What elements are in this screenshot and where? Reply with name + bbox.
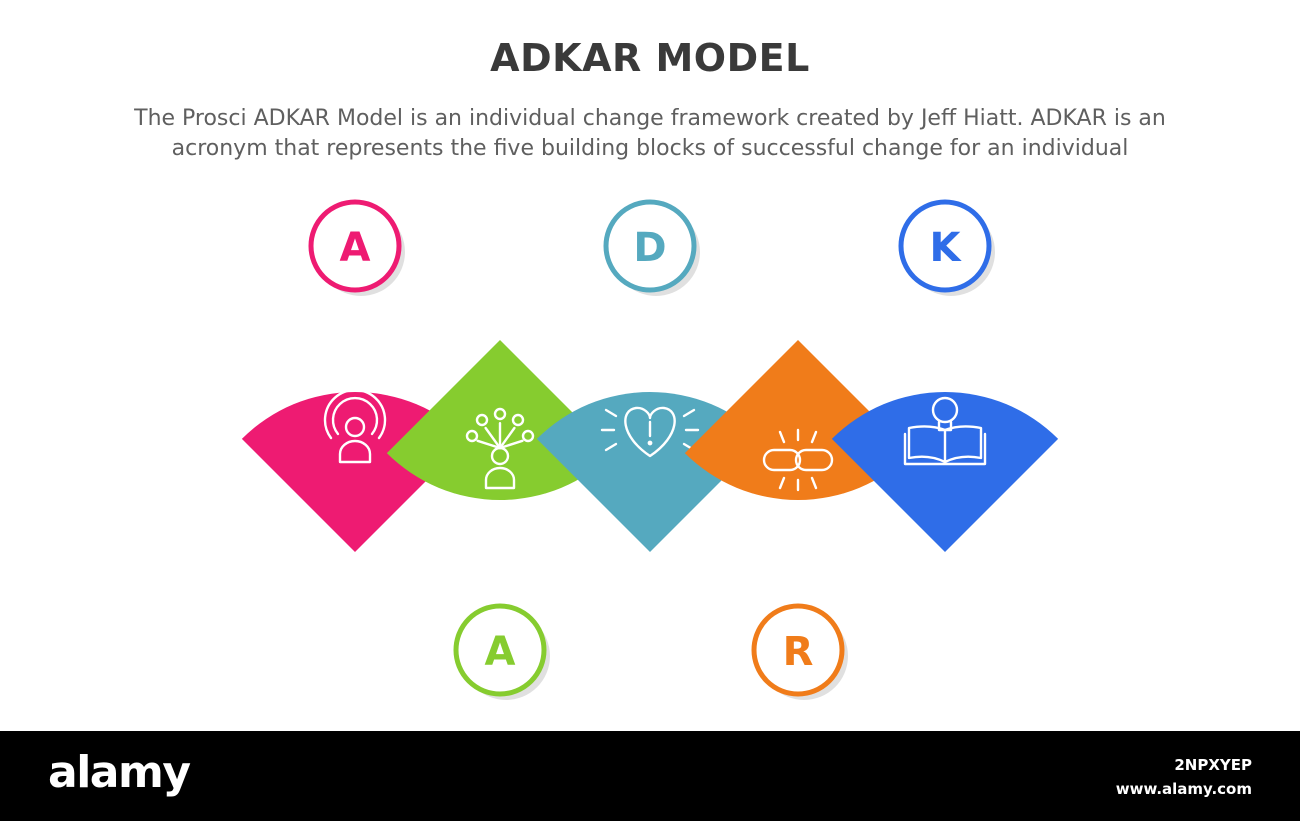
stage-letter: A <box>340 225 371 271</box>
letter-badge <box>453 603 547 697</box>
petal-shape <box>831 392 1059 552</box>
stage-desc-line-1: Elements in the subjects <box>861 338 1029 355</box>
chain-link-icon <box>762 428 834 492</box>
subtitle-line-1: The Prosci ADKAR Model is an individual … <box>134 106 1166 131</box>
letter-badge <box>751 603 845 697</box>
page-subtitle: The Prosci ADKAR Model is an individual … <box>0 104 1300 164</box>
stage-desc-line-2: that have purposes <box>289 359 421 376</box>
image-meta: 2NPXYEP www.alamy.com <box>1116 753 1252 801</box>
site-url: www.alamy.com <box>1115 780 1252 798</box>
subtitle-line-2: acronym that represents the five buildin… <box>171 136 1129 161</box>
stage-letter: A <box>485 629 516 675</box>
alamy-logo: alamy <box>48 747 191 798</box>
heart-alert-icon <box>600 406 700 458</box>
stage-desc-line-2: that have purposes <box>732 569 864 586</box>
image-id: 2NPXYEP <box>1174 756 1252 774</box>
stage-title: Awareness <box>291 307 420 331</box>
stage-desc-line-1: Elements in the subjects <box>566 338 734 355</box>
letter-badge <box>603 199 697 293</box>
stage-desc-line-2: that have purposes <box>434 569 566 586</box>
page-title: ADKAR MODEL <box>490 36 810 80</box>
stage-desc-line-2: that have purposes <box>584 359 716 376</box>
stage-desc-line-1: Elements in the subjects <box>714 548 882 565</box>
stage-title: Ability <box>462 517 539 541</box>
letter-badge <box>898 199 992 293</box>
network-person-icon <box>465 407 535 490</box>
stage-desc-line-2: that have purposes <box>879 359 1011 376</box>
stage-title: Desire <box>612 307 688 331</box>
stage-letter: K <box>930 225 963 271</box>
stage-desc-line-1: Elements in the subjects <box>416 548 584 565</box>
radar-person-icon <box>323 388 387 464</box>
letter-badge <box>308 199 402 293</box>
stage-title: Reinforcement <box>711 517 885 541</box>
stage-letter: D <box>633 225 666 271</box>
watermark-footer: alamy 2NPXYEP www.alamy.com <box>0 731 1300 821</box>
stage-title: Knowledge <box>880 307 1011 331</box>
stage-letter: R <box>783 629 814 675</box>
book-bulb-icon <box>903 396 987 466</box>
stage-desc-line-1: Elements in the subjects <box>271 338 439 355</box>
